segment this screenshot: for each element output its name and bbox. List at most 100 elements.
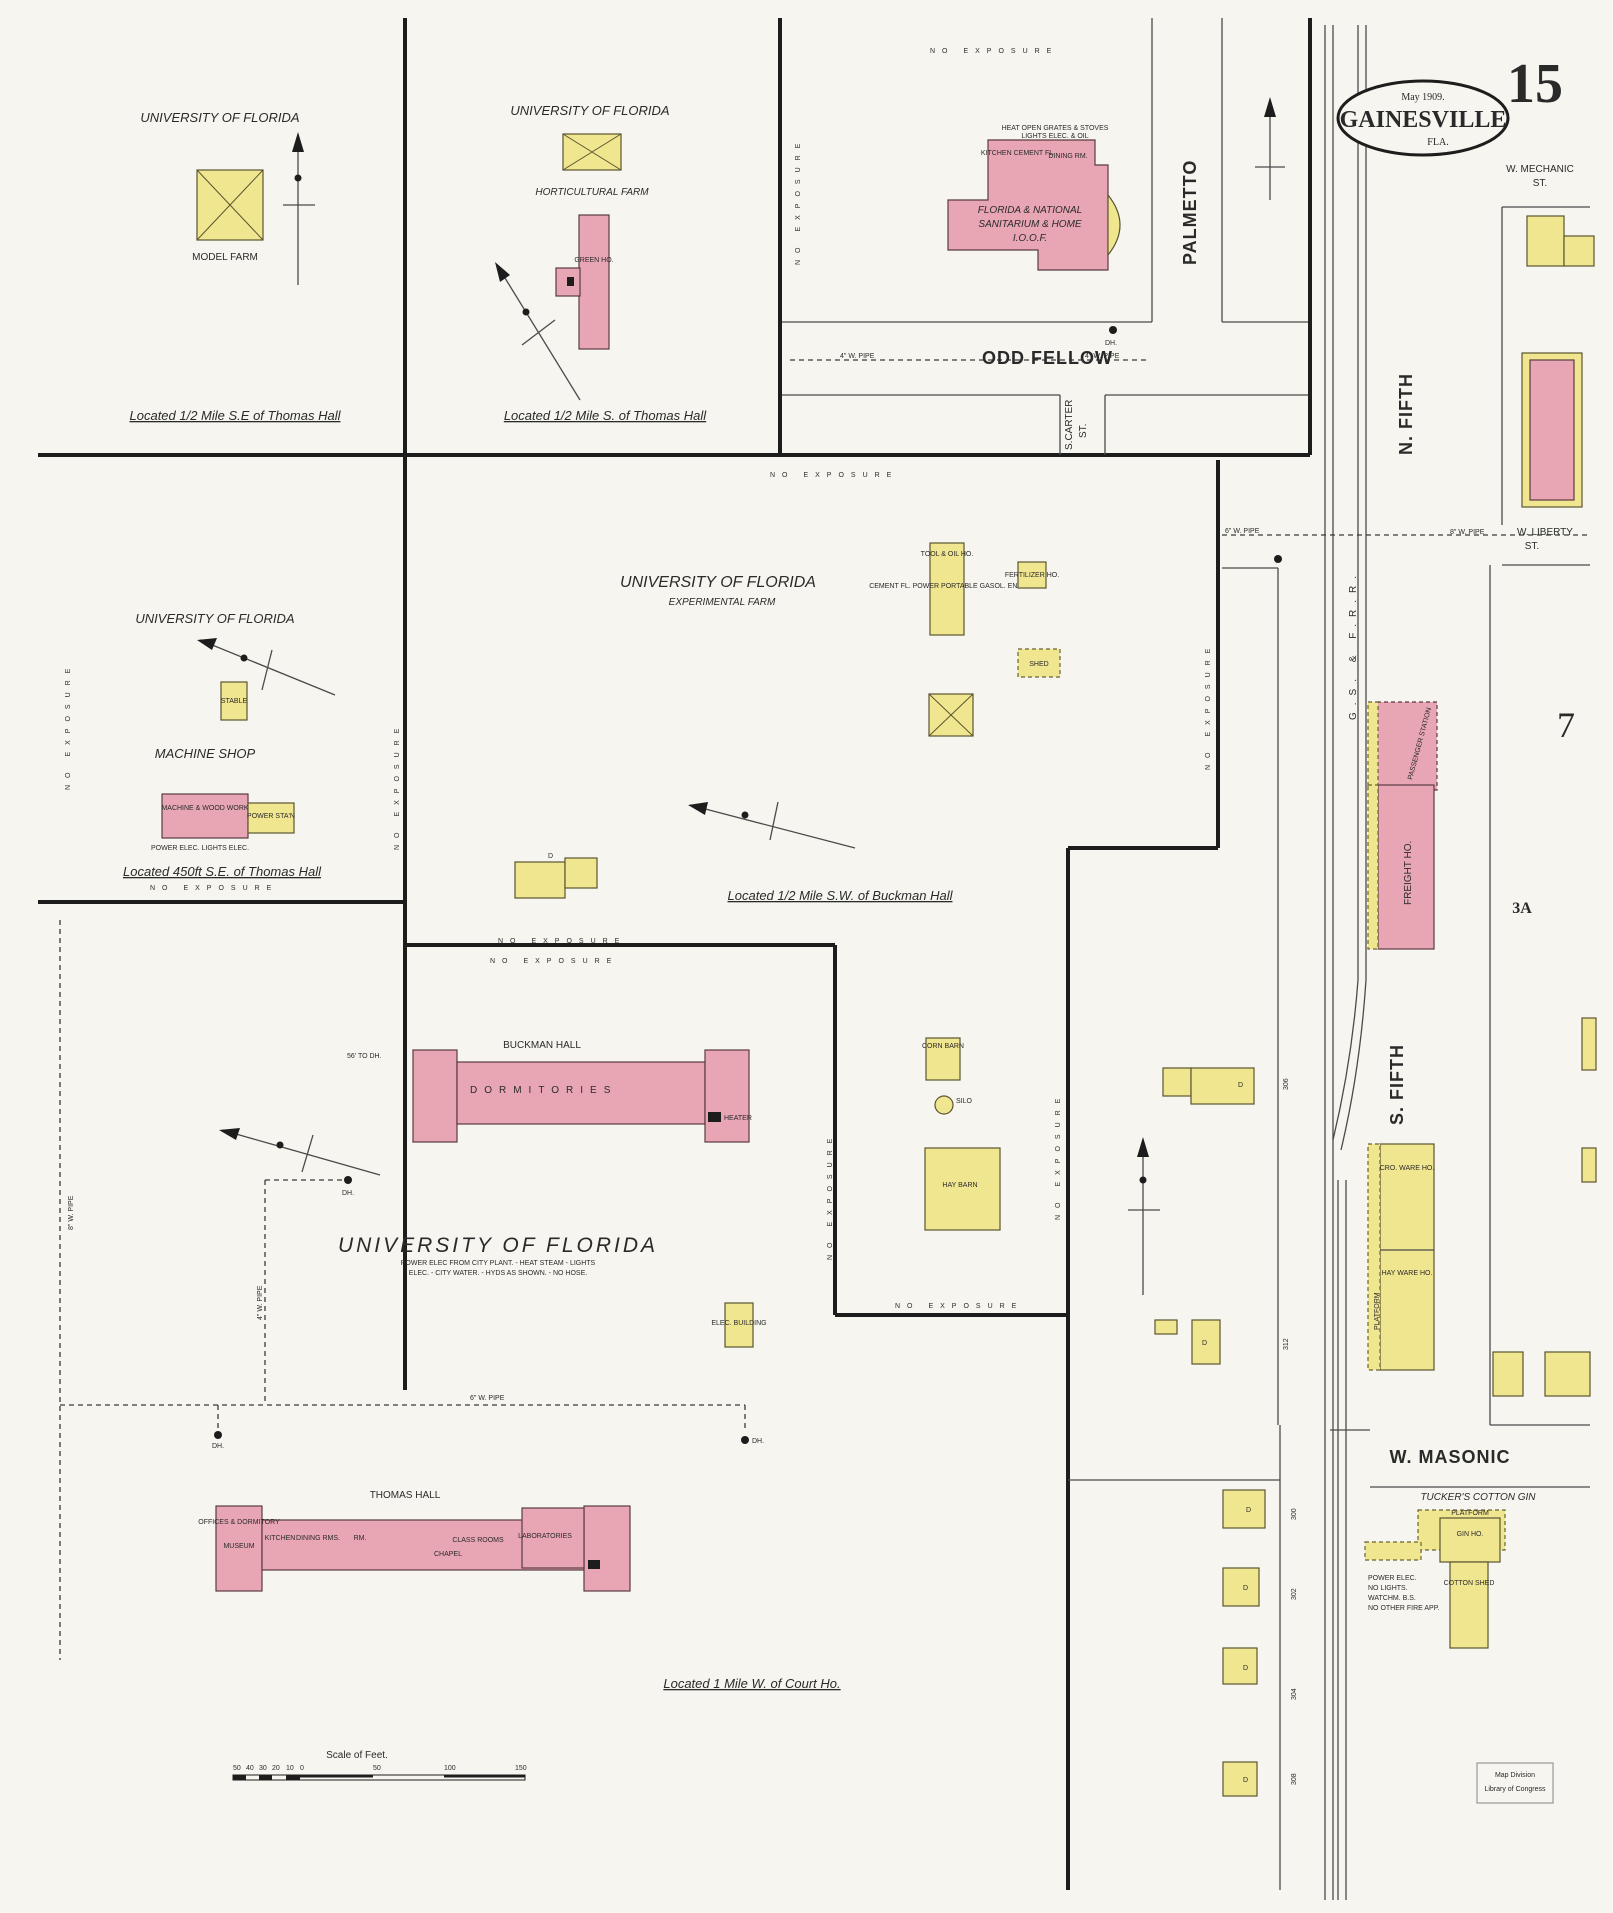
house-3-d: D xyxy=(1243,1665,1248,1672)
lot-300: 300 xyxy=(1291,1508,1298,1520)
kitchen-label: KITCHEN CEMENT FL. xyxy=(981,150,1055,157)
silo-label: SILO xyxy=(956,1098,973,1105)
title-cartouche: May 1909. GAINESVILLE FLA. xyxy=(1336,79,1510,157)
no-exposure-mid-3: NO EXPOSURE xyxy=(895,1303,1023,1310)
cotton-gin-label: TUCKER'S COTTON GIN xyxy=(1420,1492,1536,1503)
platform-label: PLATFORM xyxy=(1374,1292,1381,1330)
loc-exp-label: Located 1/2 Mile S.W. of Buckman Hall xyxy=(728,888,954,903)
model-farm-label: MODEL FARM xyxy=(192,252,258,263)
exp-building-d xyxy=(514,861,566,899)
railroad-label: G.S. & F.R.R. xyxy=(1348,569,1359,720)
cartouche-state: FLA. xyxy=(1427,137,1448,148)
north-arrow-icon xyxy=(688,801,856,849)
scale-title: Scale of Feet. xyxy=(326,1750,388,1761)
scale-tick-6: 50 xyxy=(373,1765,381,1772)
right-edge-sliver-1 xyxy=(1581,1017,1597,1071)
right-edge-sliver-2 xyxy=(1581,1147,1597,1183)
fertilizer-label: FERTILIZER HO. xyxy=(1005,572,1059,579)
power-sta-label: POWER STA'N xyxy=(247,813,295,820)
library-stamp: Map Division Library of Congress xyxy=(1476,1762,1554,1804)
pipe-8-liberty: 8" W. PIPE xyxy=(1450,529,1485,536)
exp-d-label: D xyxy=(548,853,553,860)
gin-house xyxy=(1439,1517,1501,1563)
no-exposure-left: NO EXPOSURE xyxy=(795,137,802,265)
sanitarium-note-1: HEAT OPEN GRATES & STOVES xyxy=(1002,125,1109,132)
stable-building xyxy=(220,681,248,721)
north-arrow-icon xyxy=(219,1128,381,1176)
cro-warehouse xyxy=(1379,1143,1435,1371)
laboratories-label: LABORATORIES xyxy=(518,1533,572,1540)
scale-tick-1: 40 xyxy=(246,1765,254,1772)
gin-note-3: WATCHM. B.S. xyxy=(1368,1595,1416,1602)
exp-farm-label: EXPERIMENTAL FARM xyxy=(669,597,776,608)
rm-label: RM. xyxy=(354,1535,367,1542)
no-exposure-machine-bottom: NO EXPOSURE xyxy=(150,885,278,892)
tool-note: CEMENT FL. POWER PORTABLE GASOL. ENG. xyxy=(869,583,1025,590)
pipe-4-odd-2: 4" W. PIPE xyxy=(1085,353,1120,360)
mid-building-1 xyxy=(1162,1067,1192,1097)
power-station xyxy=(247,802,295,834)
gin-ho-label: GIN HO. xyxy=(1457,1531,1484,1538)
dh-odd: DH. xyxy=(1105,340,1117,347)
uf-note-2: ELEC. - CITY WATER. - HYDS AS SHOWN. - N… xyxy=(409,1270,587,1277)
freight-house xyxy=(1377,784,1435,950)
pipe-4-uf: 4" W. PIPE xyxy=(257,1285,264,1320)
heater-mark xyxy=(708,1112,721,1122)
offices-label: OFFICES & DORMITORY xyxy=(198,1519,280,1526)
gin-note-1: POWER ELEC. xyxy=(1368,1575,1417,1582)
hay-barn xyxy=(924,1147,1001,1231)
stamp-line-2: Library of Congress xyxy=(1484,1786,1546,1793)
kitchen-th-label: KITCHEN xyxy=(265,1535,296,1542)
no-exposure-mid-2: NO EXPOSURE xyxy=(1055,1092,1062,1220)
street-lines xyxy=(782,18,1590,1890)
lot-302: 302 xyxy=(1291,1588,1298,1600)
class-rooms-label: CLASS ROOMS xyxy=(452,1537,504,1544)
house-3 xyxy=(1222,1647,1258,1685)
chapel-label: CHAPEL xyxy=(434,1551,462,1558)
dh-uf-2: DH. xyxy=(752,1438,764,1445)
uf-label-exp: UNIVERSITY OF FLORIDA xyxy=(620,574,816,591)
carter-street: S.CARTER xyxy=(1064,400,1075,450)
house-1-d: D xyxy=(1246,1507,1251,1514)
shed-label: SHED xyxy=(1029,661,1048,668)
north-arrow-icon xyxy=(1128,1137,1160,1295)
lot-306: 306 xyxy=(1283,1078,1290,1090)
loc-machine-label: Located 450ft S.E. of Thomas Hall xyxy=(123,864,322,879)
hort-farm-label: HORTICULTURAL FARM xyxy=(535,187,649,198)
scale-tick-2: 30 xyxy=(259,1765,267,1772)
house-2 xyxy=(1222,1567,1260,1607)
scale-tick-7: 100 xyxy=(444,1765,456,1772)
cro-ware-label: CRO. WARE HO. xyxy=(1380,1165,1435,1172)
stable-label: STABLE xyxy=(221,698,248,705)
no-exposure-buckman-1: NO EXPOSURE xyxy=(498,938,626,945)
fertilizer-house xyxy=(1017,561,1047,589)
block-boundaries xyxy=(38,18,1312,1890)
cartouche-city: GAINESVILLE xyxy=(1340,107,1507,133)
w-liberty-street: W. LIBERTY xyxy=(1517,527,1573,538)
sanitarium-label-1: FLORIDA & NATIONAL xyxy=(978,205,1082,216)
water-pipes xyxy=(59,359,1590,1660)
hay-barn-label: HAY BARN xyxy=(942,1182,977,1189)
pipe-4-odd: 4" W. PIPE xyxy=(840,353,875,360)
corn-barn-label: CORN BARN xyxy=(922,1043,964,1050)
loc-hort-label: Located 1/2 Mile S. of Thomas Hall xyxy=(504,408,707,423)
w-masonic-street: W. MASONIC xyxy=(1390,1447,1511,1467)
gin-note-2: NO LIGHTS. xyxy=(1368,1585,1408,1592)
dining-label: DINING RM. xyxy=(1048,153,1087,160)
house-4-d: D xyxy=(1243,1777,1248,1784)
no-exposure-exp-left: NO EXPOSURE xyxy=(394,722,401,850)
dh-uf-3: DH. xyxy=(342,1190,354,1197)
uf-note-1: POWER ELEC FROM CITY PLANT. - HEAT STEAM… xyxy=(401,1260,596,1267)
pipe-6-liberty: 6" W. PIPE xyxy=(1225,528,1260,535)
house-1 xyxy=(1222,1489,1266,1529)
thomas-label: THOMAS HALL xyxy=(370,1490,441,1501)
uf-label-machine: UNIVERSITY OF FLORIDA xyxy=(135,611,294,626)
museum-label: MUSEUM xyxy=(223,1543,254,1550)
buckman-wing-right xyxy=(704,1049,750,1143)
tool-oil-house xyxy=(929,542,965,636)
mid-building-2 xyxy=(1154,1319,1178,1335)
elec-building xyxy=(724,1302,754,1348)
scale-tick-4: 10 xyxy=(286,1765,294,1772)
block-3a: 3A xyxy=(1512,900,1532,917)
